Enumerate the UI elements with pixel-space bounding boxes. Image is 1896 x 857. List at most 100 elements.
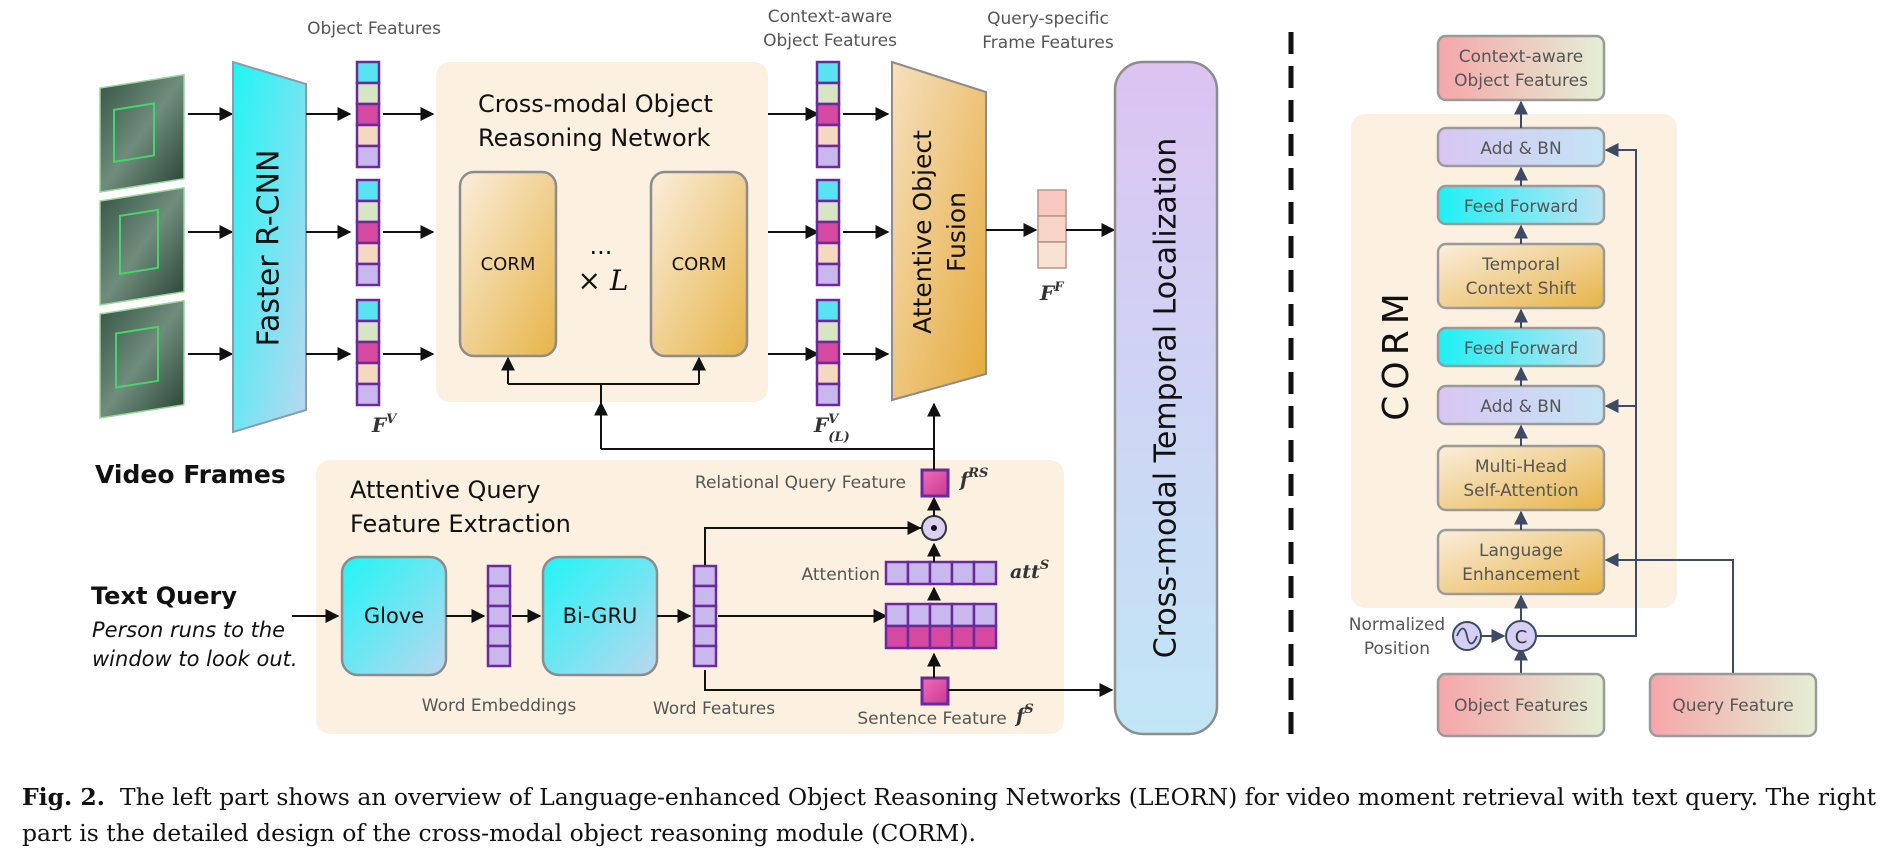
temporal-shift-line1: Temporal: [1481, 255, 1560, 275]
temporal-localization-label: Cross-modal Temporal Localization: [1149, 138, 1184, 659]
word-embedding-cell: [486, 624, 512, 648]
feature-cell: [355, 102, 381, 127]
normalized-position-line2: Position: [1364, 639, 1430, 659]
feature-cell: [815, 220, 841, 245]
feature-cell: [815, 60, 841, 85]
mhsa-line1: Multi-Head: [1475, 457, 1567, 477]
ff-label: FF: [1039, 280, 1064, 305]
corm-label-2: CORM: [672, 254, 727, 275]
corm-block-2: [649, 170, 749, 358]
glove-label: Glove: [364, 604, 424, 628]
relational-query-label: Relational Query Feature: [695, 473, 906, 493]
word-embeddings-label: Word Embeddings: [422, 696, 577, 716]
normalized-position-line1: Normalized: [1349, 615, 1445, 635]
attention-matrix-cell: [884, 602, 910, 628]
query-feature-label: Query Feature: [1672, 696, 1793, 716]
feature-cell: [355, 220, 381, 245]
word-embedding-cell: [486, 584, 512, 608]
attention-matrix: [884, 602, 998, 650]
sentence-feature-label: Sentence Feature: [857, 709, 1006, 729]
feature-cell: [355, 262, 381, 287]
diagram-canvas: Video Frames Faster R-CNN Object Feature…: [91, 7, 1818, 740]
relational-query-cell: [920, 468, 950, 498]
attention-matrix-cell: [906, 624, 932, 650]
feature-cell: [355, 144, 381, 169]
object-feature-stacks: [355, 60, 381, 407]
word-feature-cell: [692, 624, 718, 648]
add-bn-bottom-label: Add & BN: [1480, 397, 1561, 417]
corm-title: CORM: [1376, 287, 1417, 421]
output-line2: Object Features: [1454, 71, 1588, 91]
feature-cell: [815, 102, 841, 127]
fusion-label-line2: Fusion: [942, 192, 971, 272]
attention-matrix-cell: [950, 624, 976, 650]
word-feature-cell: [692, 604, 718, 628]
aqfe-title-line1: Attentive Query: [350, 476, 540, 504]
feed-forward-top-label: Feed Forward: [1464, 197, 1578, 217]
temporal-localization-block: [1113, 60, 1219, 736]
figure-caption: Fig. 2. The left part shows an overview …: [22, 779, 1877, 851]
lang-enh-line2: Enhancement: [1462, 565, 1580, 585]
object-features-label: Object Features: [307, 19, 441, 39]
feature-cell: [815, 361, 841, 386]
reasoning-title-line2: Reasoning Network: [478, 124, 711, 152]
attention-vector-cell: [884, 560, 910, 586]
feature-cell: [815, 144, 841, 169]
attention-matrix-cell: [928, 602, 954, 628]
word-features-stack: [692, 564, 718, 668]
word-embedding-cell: [486, 604, 512, 628]
faster-rcnn-block: [232, 60, 307, 434]
video-frames: [99, 73, 185, 419]
faster-rcnn-label: Faster R-CNN: [252, 150, 287, 347]
feature-cell: [815, 340, 841, 365]
query-specific-line1: Query-specific: [987, 9, 1109, 29]
feature-cell: [355, 382, 381, 407]
feature-cell: [355, 340, 381, 365]
attention-matrix-cell: [884, 624, 910, 650]
word-feature-cell: [692, 644, 718, 668]
object-features-right-label: Object Features: [1454, 696, 1588, 716]
word-feature-cell: [692, 584, 718, 608]
text-query-line2: window to look out.: [92, 647, 298, 671]
concat-label: C: [1515, 627, 1528, 648]
fusion-label-line1: Attentive Object: [908, 130, 937, 334]
feature-cell: [815, 81, 841, 106]
feature-cell: [355, 298, 381, 323]
dots-label: ...: [590, 232, 613, 260]
concat-operator: [1505, 620, 1537, 652]
feature-cell: [355, 123, 381, 148]
caption-label: Fig. 2.: [22, 783, 105, 811]
text-query-title: Text Query: [91, 582, 237, 610]
feature-cell: [355, 178, 381, 203]
feature-cell: [815, 123, 841, 148]
feature-cell: [815, 241, 841, 266]
reasoning-title-line1: Cross-modal Object: [478, 90, 713, 118]
output-line1: Context-aware: [1459, 47, 1584, 67]
attention-matrix-cell: [928, 624, 954, 650]
times-l-label: × L: [578, 264, 629, 297]
feature-cell: [355, 241, 381, 266]
sentence-feature-cell: [920, 676, 950, 706]
feature-cell: [815, 319, 841, 344]
attention-label: Attention: [802, 565, 880, 585]
word-embedding-cell: [486, 644, 512, 668]
add-bn-top-label: Add & BN: [1480, 139, 1561, 159]
bigru-label: Bi-GRU: [563, 604, 638, 628]
aqfe-title-line2: Feature Extraction: [350, 510, 571, 538]
feature-cell: [355, 319, 381, 344]
feature-cell: [355, 60, 381, 85]
video-frames-label: Video Frames: [95, 460, 286, 489]
context-aware-line2: Object Features: [763, 31, 897, 51]
temporal-shift-line2: Context Shift: [1466, 279, 1577, 299]
attention-matrix-cell: [950, 602, 976, 628]
attention-vector-cell: [972, 560, 998, 586]
feature-cell: [355, 361, 381, 386]
caption-text: The left part shows an overview of Langu…: [22, 783, 1877, 847]
feature-cell: [815, 262, 841, 287]
fv-label: FV: [371, 412, 398, 437]
word-embeddings-stack: [486, 564, 512, 668]
attention-vector-cell: [928, 560, 954, 586]
attention-vector: [884, 560, 998, 586]
context-aware-line1: Context-aware: [768, 7, 893, 27]
corm-block-1: [458, 170, 558, 358]
